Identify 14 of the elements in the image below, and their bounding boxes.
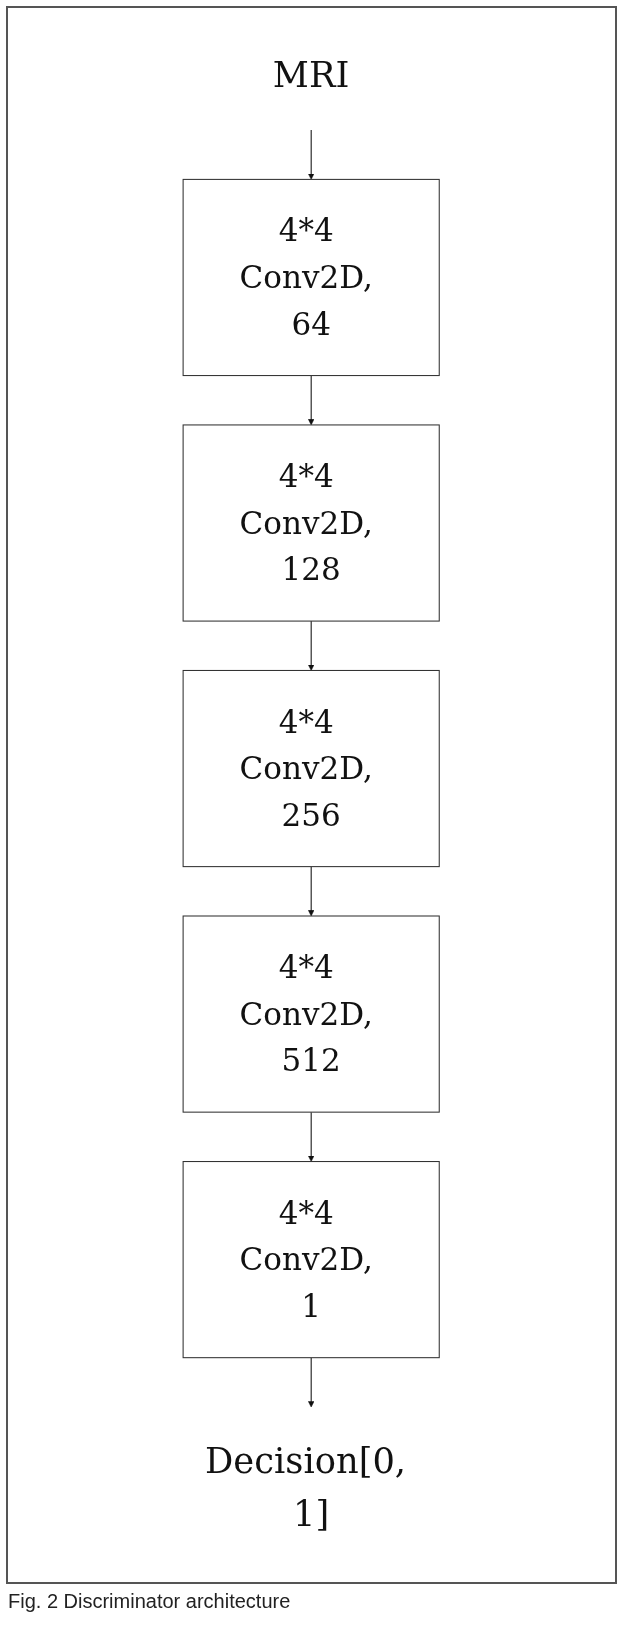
process-box: 4*4 Conv2D, 128 bbox=[182, 424, 441, 622]
process-box: 4*4 Conv2D, 256 bbox=[182, 669, 441, 868]
text-label: Decision[0, 1] bbox=[205, 1440, 407, 1535]
text-label: MRI bbox=[273, 54, 350, 96]
arrow bbox=[308, 866, 315, 917]
arrow bbox=[308, 375, 315, 426]
process-box: 4*4 Conv2D, 1 bbox=[182, 1161, 441, 1359]
process-box: 4*4 Conv2D, 512 bbox=[182, 915, 441, 1113]
process-box: 4*4 Conv2D, 64 bbox=[182, 178, 441, 377]
arrow bbox=[308, 1111, 315, 1162]
arrow bbox=[308, 129, 315, 180]
arrow bbox=[308, 1357, 315, 1408]
figure-caption: Fig. 2 Discriminator architecture bbox=[8, 1590, 291, 1613]
arrow bbox=[308, 620, 315, 671]
